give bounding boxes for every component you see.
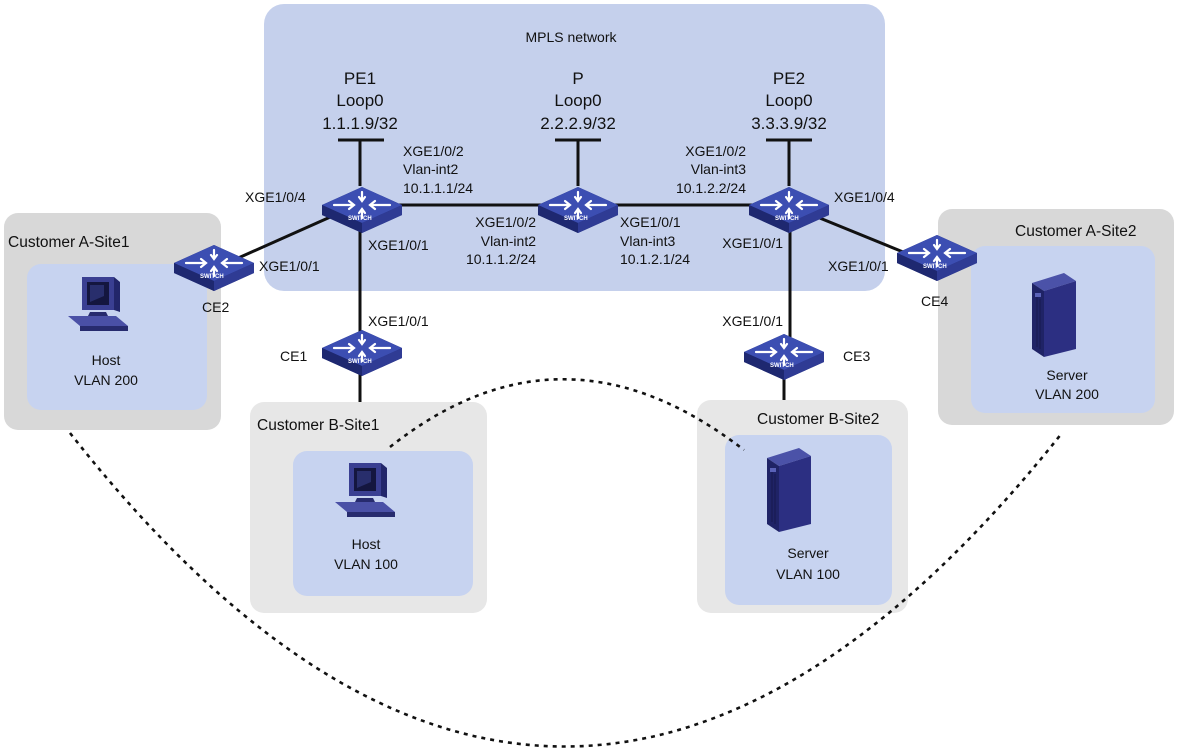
vpn-b-connection bbox=[389, 378, 745, 452]
mpls-network-area bbox=[264, 4, 885, 291]
pe2-loopback-label: PE2 Loop0 3.3.3.9/32 bbox=[751, 69, 827, 133]
svg-text:XGE1/0/2: XGE1/0/2 bbox=[475, 214, 536, 230]
svg-text:10.1.2.2/24: 10.1.2.2/24 bbox=[676, 180, 746, 196]
pe2-ce3-ce-port-label: XGE1/0/1 bbox=[722, 313, 783, 329]
svg-text:XGE1/0/2: XGE1/0/2 bbox=[685, 143, 746, 159]
svg-text:SWITCH: SWITCH bbox=[564, 216, 588, 222]
pe1-ce2-pe-port-label: XGE1/0/4 bbox=[245, 189, 306, 205]
pe1-p-link-label-left: XGE1/0/2 Vlan-int2 10.1.1.1/24 bbox=[403, 143, 473, 196]
svg-text:Vlan-int2: Vlan-int2 bbox=[403, 161, 458, 177]
svg-text:XGE1/0/1: XGE1/0/1 bbox=[620, 214, 681, 230]
svg-text:SWITCH: SWITCH bbox=[775, 216, 799, 222]
svg-text:SWITCH: SWITCH bbox=[348, 359, 372, 365]
pe1-p-link-label-right: XGE1/0/2 Vlan-int2 10.1.1.2/24 bbox=[466, 214, 536, 267]
svg-text:SWITCH: SWITCH bbox=[200, 274, 224, 280]
svg-text:Loop0: Loop0 bbox=[336, 91, 383, 110]
site-b2-device-label: Server bbox=[787, 545, 829, 561]
svg-text:PE2: PE2 bbox=[773, 69, 805, 88]
site-b1-vlan-label: VLAN 100 bbox=[334, 556, 398, 572]
svg-text:10.1.2.1/24: 10.1.2.1/24 bbox=[620, 251, 690, 267]
ce3-switch-icon: SWITCH bbox=[742, 332, 826, 382]
svg-text:Vlan-int2: Vlan-int2 bbox=[481, 233, 536, 249]
ce4-label: CE4 bbox=[921, 293, 948, 309]
pe2-ce4-pe-port-label: XGE1/0/4 bbox=[834, 189, 895, 205]
pe2-ce3-pe-port-label: XGE1/0/1 bbox=[722, 235, 783, 251]
pe1-ce1-pe-port-label: XGE1/0/1 bbox=[368, 237, 429, 253]
svg-text:SWITCH: SWITCH bbox=[348, 216, 372, 222]
p-pe2-link-label-right: XGE1/0/2 Vlan-int3 10.1.2.2/24 bbox=[676, 143, 746, 196]
pe2-switch-icon: SWITCH bbox=[747, 185, 831, 235]
svg-text:Vlan-int3: Vlan-int3 bbox=[620, 233, 675, 249]
server-b-icon bbox=[766, 447, 812, 533]
svg-text:Loop0: Loop0 bbox=[765, 91, 812, 110]
svg-text:1.1.1.9/32: 1.1.1.9/32 bbox=[322, 114, 398, 133]
site-b1-device-label: Host bbox=[352, 536, 381, 552]
pe1-ce1-ce-port-label: XGE1/0/1 bbox=[368, 313, 429, 329]
svg-text:3.3.3.9/32: 3.3.3.9/32 bbox=[751, 114, 827, 133]
site-a1-device-label: Host bbox=[92, 352, 121, 368]
ce1-switch-icon: SWITCH bbox=[320, 328, 404, 378]
svg-text:PE1: PE1 bbox=[344, 69, 376, 88]
ce2-switch-icon: SWITCH bbox=[172, 243, 256, 293]
ce4-switch-icon: SWITCH bbox=[895, 233, 979, 283]
mpls-network-title: MPLS network bbox=[525, 29, 617, 45]
p-loopback-label: P Loop0 2.2.2.9/32 bbox=[540, 69, 616, 133]
site-a2-device-label: Server bbox=[1046, 367, 1088, 383]
svg-text:2.2.2.9/32: 2.2.2.9/32 bbox=[540, 114, 616, 133]
pe2-ce4-ce-port-label: XGE1/0/1 bbox=[828, 258, 889, 274]
svg-text:SWITCH: SWITCH bbox=[770, 363, 794, 369]
svg-text:Loop0: Loop0 bbox=[554, 91, 601, 110]
site-b2-vlan-label: VLAN 100 bbox=[776, 566, 840, 582]
vpn-a-connection bbox=[68, 432, 1064, 748]
ce2-label: CE2 bbox=[202, 299, 229, 315]
site-a1-title: Customer A-Site1 bbox=[8, 234, 129, 251]
server-a-icon bbox=[1031, 272, 1077, 358]
svg-text:SWITCH: SWITCH bbox=[923, 264, 947, 270]
svg-text:P: P bbox=[572, 69, 583, 88]
pe1-switch-icon: SWITCH bbox=[320, 185, 404, 235]
site-a2-title: Customer A-Site2 bbox=[1015, 223, 1136, 240]
svg-text:10.1.1.1/24: 10.1.1.1/24 bbox=[403, 180, 473, 196]
svg-text:XGE1/0/2: XGE1/0/2 bbox=[403, 143, 464, 159]
site-b2-title: Customer B-Site2 bbox=[757, 411, 879, 428]
p-switch-icon: SWITCH bbox=[536, 185, 620, 235]
site-a1-vlan-label: VLAN 200 bbox=[74, 372, 138, 388]
ce1-label: CE1 bbox=[280, 348, 307, 364]
ce3-label: CE3 bbox=[843, 348, 870, 364]
site-a2-vlan-label: VLAN 200 bbox=[1035, 386, 1099, 402]
svg-text:Vlan-int3: Vlan-int3 bbox=[691, 161, 746, 177]
svg-text:10.1.1.2/24: 10.1.1.2/24 bbox=[466, 251, 536, 267]
pe1-loopback-label: PE1 Loop0 1.1.1.9/32 bbox=[322, 69, 398, 133]
p-pe2-link-label-left: XGE1/0/1 Vlan-int3 10.1.2.1/24 bbox=[620, 214, 690, 267]
site-b1-title: Customer B-Site1 bbox=[257, 417, 379, 434]
pe1-ce2-ce-port-label: XGE1/0/1 bbox=[259, 258, 320, 274]
